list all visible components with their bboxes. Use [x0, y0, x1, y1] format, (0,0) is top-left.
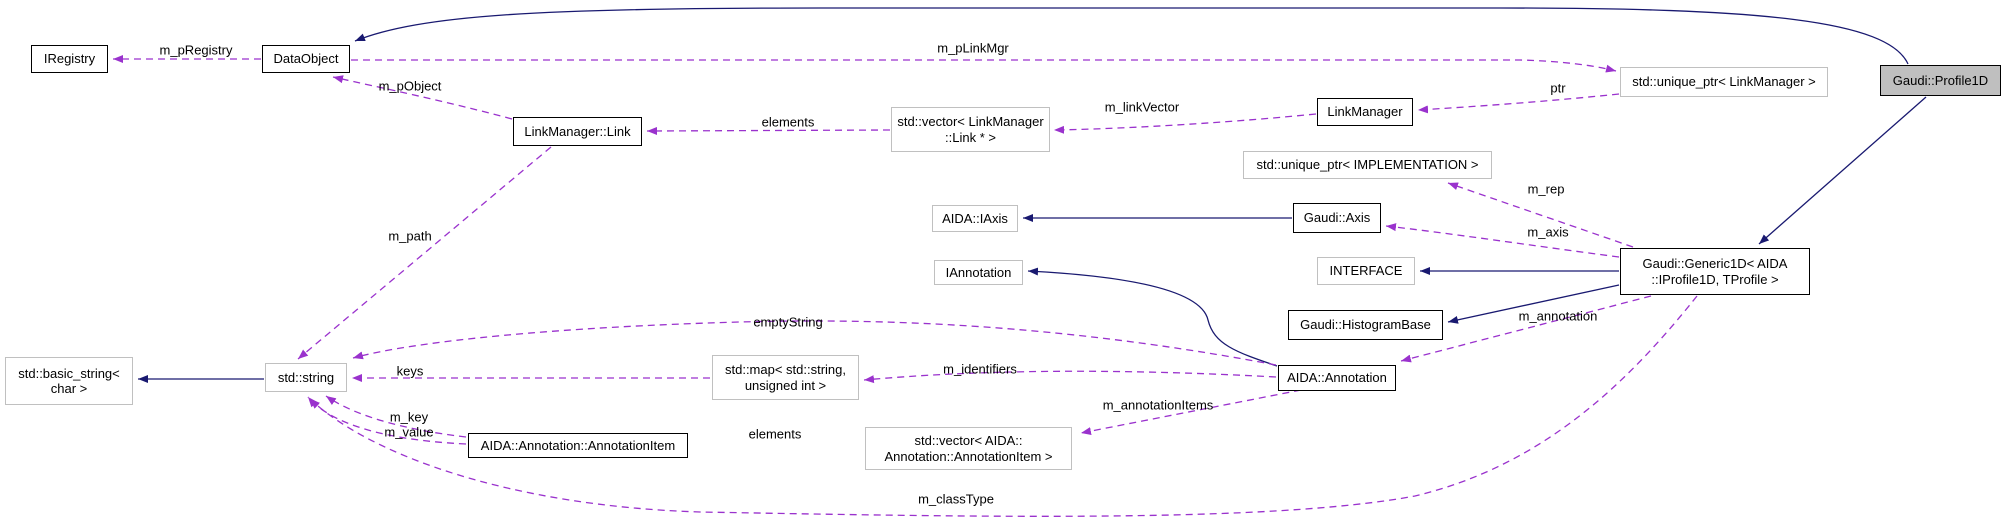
class-node-label: LinkManager — [1327, 104, 1403, 120]
edge-label-m-value: m_value — [384, 424, 434, 440]
edge-label-m-annotationitems: m_annotationItems — [1102, 397, 1214, 413]
edge-inheritance-annotation-iannotation — [1027, 267, 1278, 367]
class-node-label: INTERFACE — [1329, 263, 1403, 279]
edge-label-m-linkvector: m_linkVector — [1104, 99, 1180, 115]
edge-usage-linkmanager-vector-link — [1053, 113, 1317, 134]
edge-usage-generic1d-string-classtype — [309, 295, 1698, 517]
class-node-label: unsigned int > — [744, 377, 827, 393]
edge-label-m-pobject: m_pObject — [378, 78, 442, 94]
edge-inheritance-generic1d-histogrambase — [1447, 284, 1620, 324]
edge-label-m-path: m_path — [388, 228, 432, 244]
class-node-gaudi-profile1d: Gaudi::Profile1D — [1880, 65, 2001, 96]
edge-usage-uniqueptr-linkmanager-linkmanager — [1417, 93, 1620, 114]
class-node-label: IRegistry — [43, 51, 96, 67]
class-node-label: std::map< std::string, — [724, 362, 847, 377]
edge-usage-link-dataobject — [332, 75, 513, 120]
class-node-aida-iaxis: AIDA::IAxis — [932, 205, 1018, 232]
edge-usage-annotation-map-identifiers — [863, 370, 1277, 384]
class-node-label: AIDA::IAxis — [942, 210, 1008, 226]
class-node-aida-annotation[interactable]: AIDA::Annotation — [1278, 365, 1396, 391]
edge-label-m-rep: m_rep — [1527, 181, 1565, 197]
class-node-label: LinkManager::Link — [524, 123, 631, 139]
class-node-label: ::Link * > — [945, 129, 996, 145]
edge-label-m-pregistry: m_pRegistry — [159, 42, 233, 58]
class-node-gaudi-generic1d[interactable]: Gaudi::Generic1D< AIDA ::IProfile1D, TPr… — [1620, 248, 1810, 295]
class-node-label: AIDA::Annotation::AnnotationItem — [480, 437, 676, 453]
class-node-unique-ptr-linkmanager: std::unique_ptr< LinkManager > — [1620, 67, 1828, 97]
edge-usage-dataobject-uniqueptr-linkmanager — [351, 59, 1617, 73]
class-node-std-string: std::string — [265, 363, 347, 392]
edge-label-m-classtype: m_classType — [918, 491, 994, 507]
class-node-label: std::unique_ptr< IMPLEMENTATION > — [1256, 157, 1479, 173]
edge-usage-annotation-vector-annotationitems — [1080, 389, 1302, 436]
class-node-interface: INTERFACE — [1317, 257, 1415, 285]
class-node-gaudi-histogrambase[interactable]: Gaudi::HistogramBase — [1288, 310, 1443, 340]
edge-label-m-plinkmgr: m_pLinkMgr — [937, 40, 1009, 56]
class-node-gaudi-axis[interactable]: Gaudi::Axis — [1293, 203, 1381, 233]
class-node-iannotation: IAnnotation — [934, 260, 1023, 285]
class-node-label: std::string — [277, 369, 335, 385]
edge-usage-annotation-string-emptystring — [352, 320, 1277, 366]
edge-inheritance-profile1d-dataobject — [354, 7, 1909, 65]
edge-usage-generic1d-uniqueptr-implementation — [1447, 182, 1634, 248]
edge-label-elements-bottom: elements — [748, 426, 802, 442]
class-node-vector-annotationitem: std::vector< AIDA:: Annotation::Annotati… — [865, 427, 1072, 470]
class-node-label: ::IProfile1D, TProfile > — [1651, 271, 1779, 287]
class-node-label: std::vector< AIDA:: — [914, 433, 1023, 448]
edge-usage-vector-link-link — [646, 126, 891, 135]
class-node-linkmanager-link[interactable]: LinkManager::Link — [513, 117, 642, 146]
class-node-label: IAnnotation — [945, 264, 1012, 280]
class-node-aida-annotation-annotationitem[interactable]: AIDA::Annotation::AnnotationItem — [468, 433, 688, 458]
class-node-unique-ptr-implementation: std::unique_ptr< IMPLEMENTATION > — [1243, 151, 1492, 179]
class-node-std-basic-string: std::basic_string< char > — [5, 357, 133, 405]
class-node-label: AIDA::Annotation — [1287, 370, 1387, 386]
class-node-label: char > — [50, 381, 88, 396]
class-node-vector-linkmanager-link: std::vector< LinkManager ::Link * > — [891, 107, 1050, 152]
edge-label-m-axis: m_axis — [1527, 224, 1569, 240]
edge-label-m-key: m_key — [389, 409, 429, 425]
class-node-label: std::basic_string< — [18, 365, 120, 381]
class-node-label: Annotation::AnnotationItem > — [884, 448, 1053, 464]
class-node-label: DataObject — [273, 51, 339, 67]
edge-usage-annotationitem-string-mvalue — [307, 396, 467, 445]
class-node-label: Gaudi::Generic1D< AIDA — [1642, 256, 1788, 271]
edge-label-ptr: ptr — [1550, 80, 1566, 96]
edge-usage-annotationitem-string-mkey — [325, 395, 467, 438]
edge-usage-link-string-mpath — [297, 146, 552, 360]
edge-inheritance-profile1d-generic1d — [1758, 96, 1927, 245]
class-node-linkmanager[interactable]: LinkManager — [1317, 98, 1413, 126]
class-node-label: std::vector< LinkManager — [897, 114, 1044, 129]
edge-label-emptystring: emptyString — [753, 314, 823, 330]
class-node-label: Gaudi::HistogramBase — [1300, 317, 1431, 333]
class-node-label: std::unique_ptr< LinkManager > — [1632, 74, 1816, 90]
edge-label-m-identifiers: m_identifiers — [943, 361, 1017, 377]
class-node-label: Gaudi::Axis — [1303, 210, 1371, 226]
class-node-std-map: std::map< std::string, unsigned int > — [712, 355, 859, 400]
class-node-dataobject[interactable]: DataObject — [262, 45, 350, 73]
edge-label-keys: keys — [396, 363, 424, 379]
class-node-iregistry[interactable]: IRegistry — [31, 45, 108, 73]
edge-label-m-annotation: m_annotation — [1518, 308, 1598, 324]
edge-usage-generic1d-axis — [1385, 223, 1620, 258]
class-node-label: Gaudi::Profile1D — [1892, 72, 1989, 88]
edge-label-elements-top: elements — [761, 114, 815, 130]
